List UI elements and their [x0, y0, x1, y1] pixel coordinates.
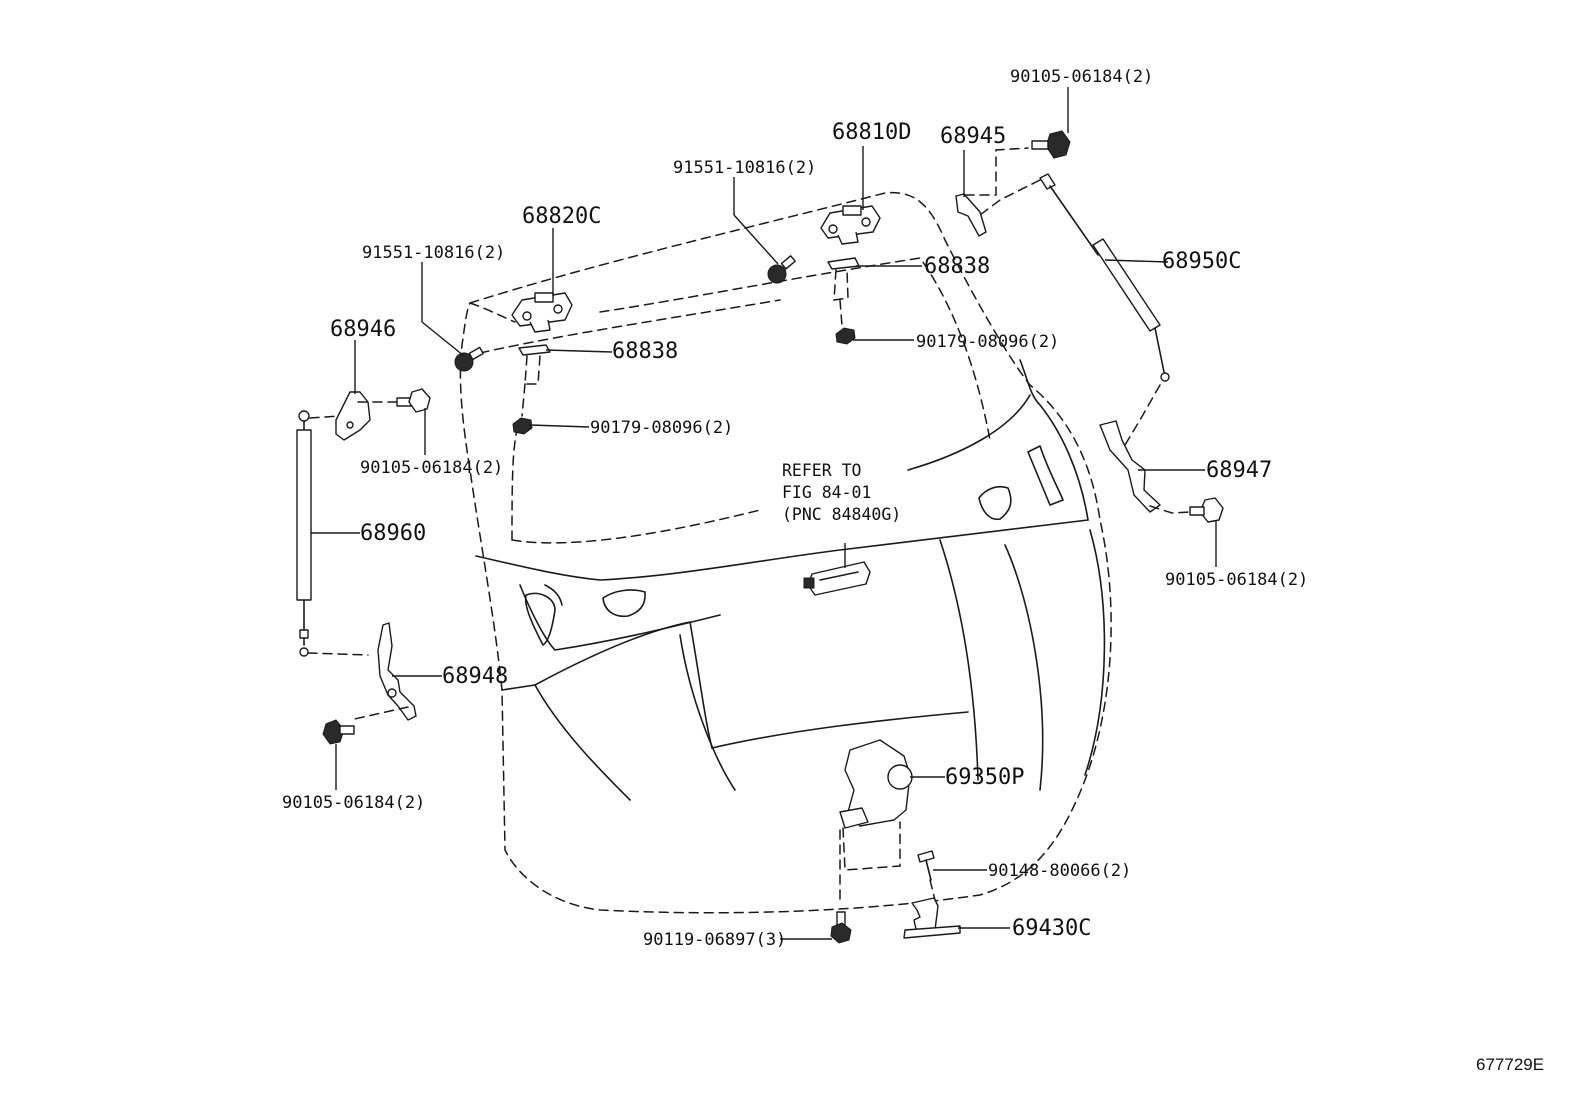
bolt-90105-left-icon: [396, 388, 431, 413]
door-handle-84840G-icon: [803, 561, 871, 596]
screw-90148-icon: [917, 850, 935, 881]
callout-90119-06897: 90119-06897(3): [643, 930, 786, 950]
bracket-68947-icon: [1099, 420, 1161, 513]
back-door-outline: [459, 191, 1112, 914]
callout-69350P: 69350P: [945, 765, 1024, 790]
bracket-68948-icon: [377, 622, 417, 721]
callout-68960: 68960: [360, 521, 426, 546]
bracket-68945-icon: [955, 193, 987, 237]
inner-panel: [475, 359, 1106, 801]
reference-note: REFER TO FIG 84-01 (PNC 84840G): [782, 461, 901, 524]
bolt-90105-right-icon: [1189, 497, 1224, 523]
nut-90179-right-icon: [835, 327, 856, 345]
callout-68950C: 68950C: [1162, 249, 1241, 274]
callout-68947: 68947: [1206, 458, 1272, 483]
bolt-90105-bottom-icon: [322, 719, 355, 745]
callout-90105-06184-top: 90105-06184(2): [1010, 67, 1153, 87]
callout-68810D: 68810D: [832, 120, 911, 145]
callout-90105-06184-bottom: 90105-06184(2): [282, 793, 425, 813]
callout-90105-06184-left: 90105-06184(2): [360, 458, 503, 478]
reference-note-line1: REFER TO: [782, 461, 861, 480]
callout-90179-08096-right: 90179-08096(2): [916, 332, 1059, 352]
illustration-code: 677729E: [1476, 1055, 1544, 1074]
shim-68838-left-icon: [518, 344, 551, 356]
lock-69350P-icon: [839, 739, 913, 829]
callout-90105-06184-right: 90105-06184(2): [1165, 570, 1308, 590]
callout-90148-80066: 90148-80066(2): [988, 861, 1131, 881]
hinge-68820C-icon: [511, 292, 573, 333]
callout-68946: 68946: [330, 317, 396, 342]
callout-68838-right: 68838: [924, 254, 990, 279]
strut-68960-icon: [296, 410, 312, 657]
bolt-90105-top-icon: [1031, 130, 1071, 159]
callout-68838-left: 68838: [612, 339, 678, 364]
callout-90179-08096-left: 90179-08096(2): [590, 418, 733, 438]
nut-90179-left-icon: [512, 417, 533, 435]
callout-68948: 68948: [442, 664, 508, 689]
strut-68950C-icon: [1039, 173, 1170, 382]
callout-91551-10816-top: 91551-10816(2): [673, 158, 816, 178]
bolt-90119-icon: [830, 911, 852, 944]
reference-note-line2: FIG 84-01: [782, 483, 871, 502]
striker-69430C-icon: [903, 897, 961, 939]
callout-69430C: 69430C: [1012, 916, 1091, 941]
shim-68838-right-icon: [827, 257, 860, 270]
bolt-91551-left-icon: [454, 346, 484, 372]
reference-note-line3: (PNC 84840G): [782, 505, 901, 524]
leader-lines: [311, 87, 1217, 940]
callout-68945: 68945: [940, 124, 1006, 149]
hinge-68810D-icon: [820, 205, 881, 245]
bolt-91551-right-icon: [767, 255, 796, 284]
bracket-68946-icon: [335, 391, 371, 441]
callout-68820C: 68820C: [522, 204, 601, 229]
callout-91551-10816-left: 91551-10816(2): [362, 243, 505, 263]
